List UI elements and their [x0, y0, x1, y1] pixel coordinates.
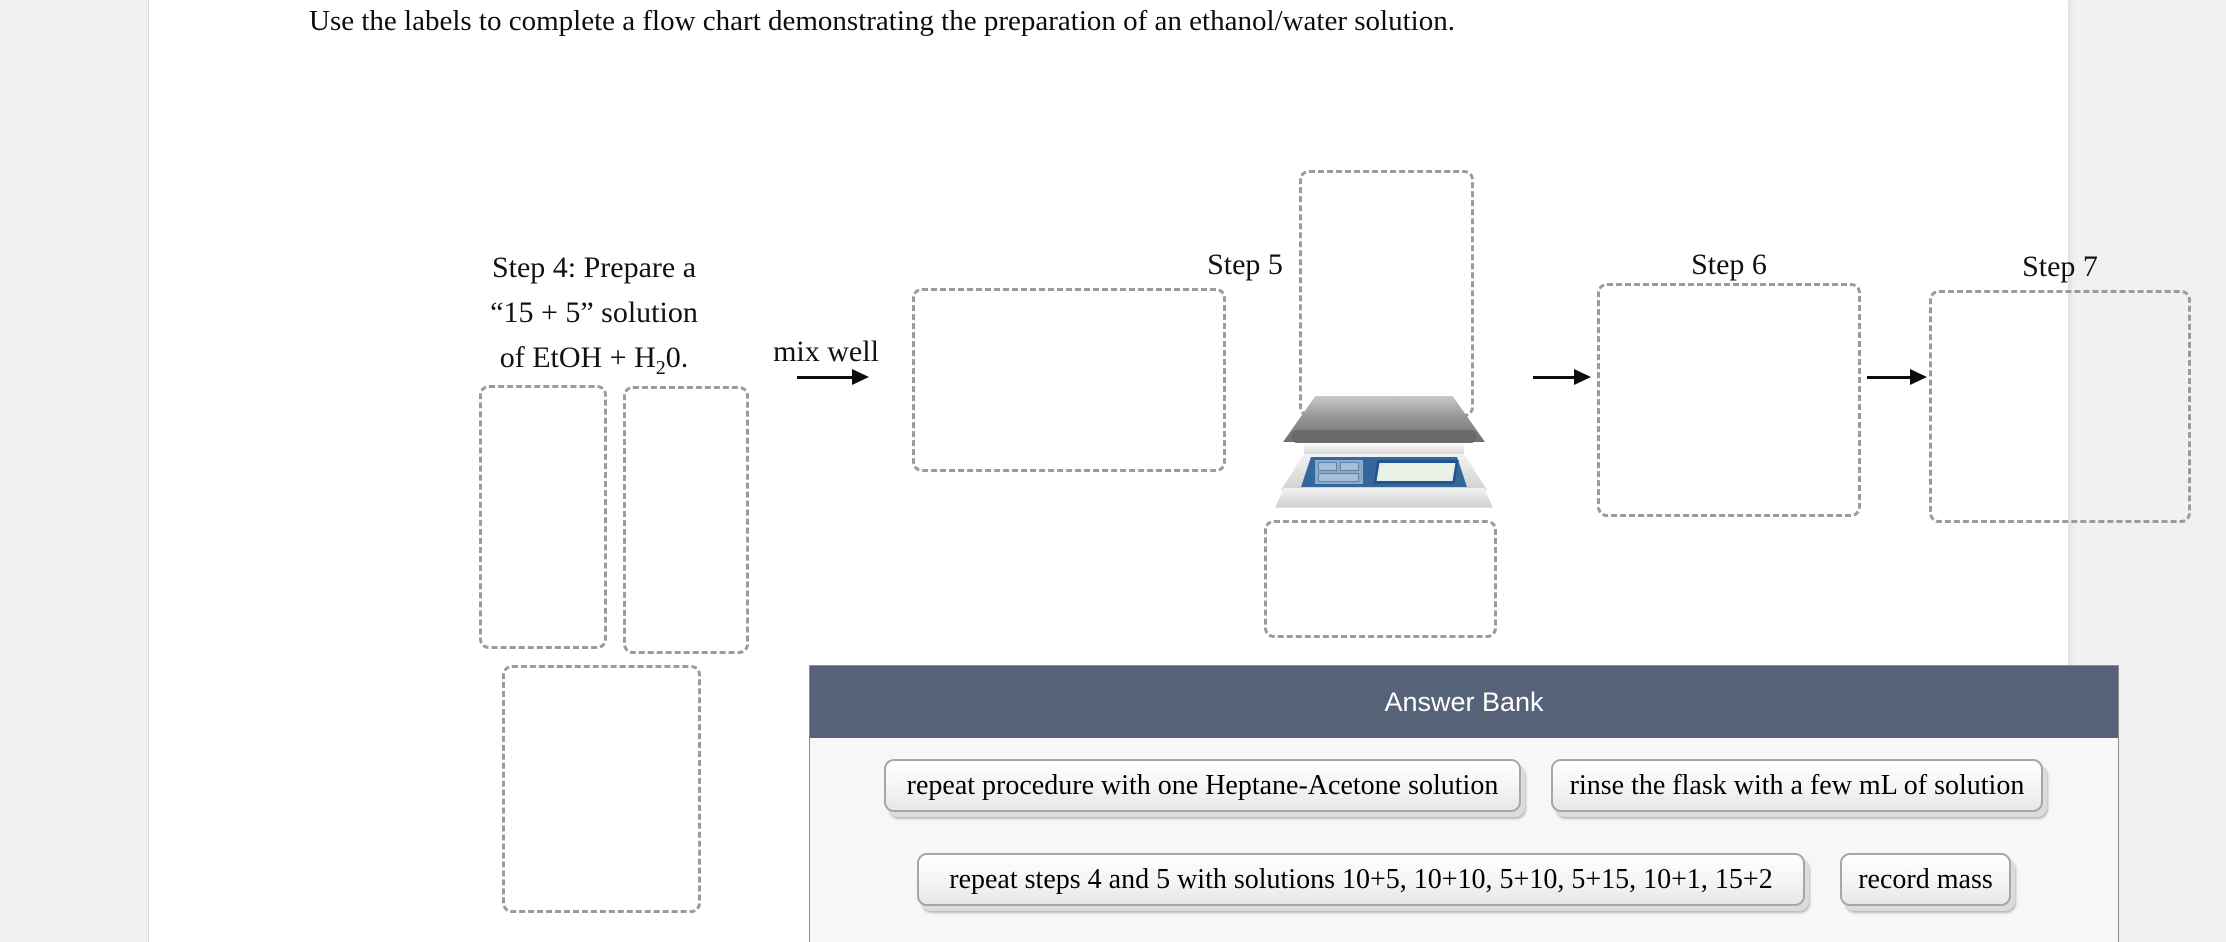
- mix-well-label: mix well: [773, 335, 879, 368]
- drop-zone-step4-right[interactable]: [623, 386, 749, 654]
- step7-label: Step 7: [2022, 250, 2098, 283]
- scale-key: [1318, 473, 1359, 482]
- question-page-surface: Use the labels to complete a flow chart …: [148, 0, 2191, 942]
- answer-label-rinse-flask[interactable]: rinse the flask with a few mL of solutio…: [1551, 759, 2043, 812]
- scale-pedestal: [1304, 443, 1464, 454]
- arrow-step5-to-step6: [1533, 369, 1591, 385]
- step6-label: Step 6: [1691, 248, 1767, 281]
- step4-line-3: of EtOH + H20.: [499, 341, 689, 379]
- balance-scale-image: [1275, 396, 1493, 512]
- drop-zone-step5-bottom[interactable]: [1264, 520, 1497, 638]
- subscript-2: 2: [655, 357, 666, 379]
- page-title: Use the labels to complete a flow chart …: [309, 5, 1455, 37]
- scale-base: [1275, 488, 1493, 508]
- drop-zone-step5-top[interactable]: [1299, 170, 1474, 417]
- drop-zone-mix-result[interactable]: [912, 288, 1226, 472]
- drop-zone-step7[interactable]: [1929, 290, 2191, 523]
- answer-bank: Answer Bank repeat procedure with one He…: [809, 665, 2119, 942]
- scale-key: [1318, 462, 1337, 471]
- answer-label-repeat-steps-4-5[interactable]: repeat steps 4 and 5 with solutions 10+5…: [917, 853, 1805, 906]
- arrow-step6-to-step7: [1867, 369, 1927, 385]
- scale-display: [1373, 460, 1459, 484]
- answer-label-repeat-heptane-acetone[interactable]: repeat procedure with one Heptane-Aceton…: [884, 759, 1521, 812]
- answer-label-record-mass[interactable]: record mass: [1840, 853, 2011, 906]
- scale-keypad: [1315, 460, 1363, 484]
- drop-zone-step6[interactable]: [1597, 283, 1861, 517]
- step4-instruction: Step 4: Prepare a “15 + 5” solution of E…: [465, 245, 723, 391]
- mix-well-arrow: [797, 369, 869, 385]
- scale-key: [1340, 462, 1359, 471]
- drop-zone-step4-left[interactable]: [479, 385, 607, 649]
- step4-line-1: Step 4: Prepare a: [491, 251, 697, 284]
- step5-label: Step 5: [1207, 248, 1283, 281]
- answer-bank-title: Answer Bank: [1384, 686, 1544, 717]
- drop-zone-step4-bottom[interactable]: [502, 665, 701, 913]
- answer-bank-header: Answer Bank: [810, 666, 2118, 738]
- step4-line-2: “15 + 5” solution: [490, 296, 698, 329]
- scale-plate-rim: [1291, 430, 1477, 443]
